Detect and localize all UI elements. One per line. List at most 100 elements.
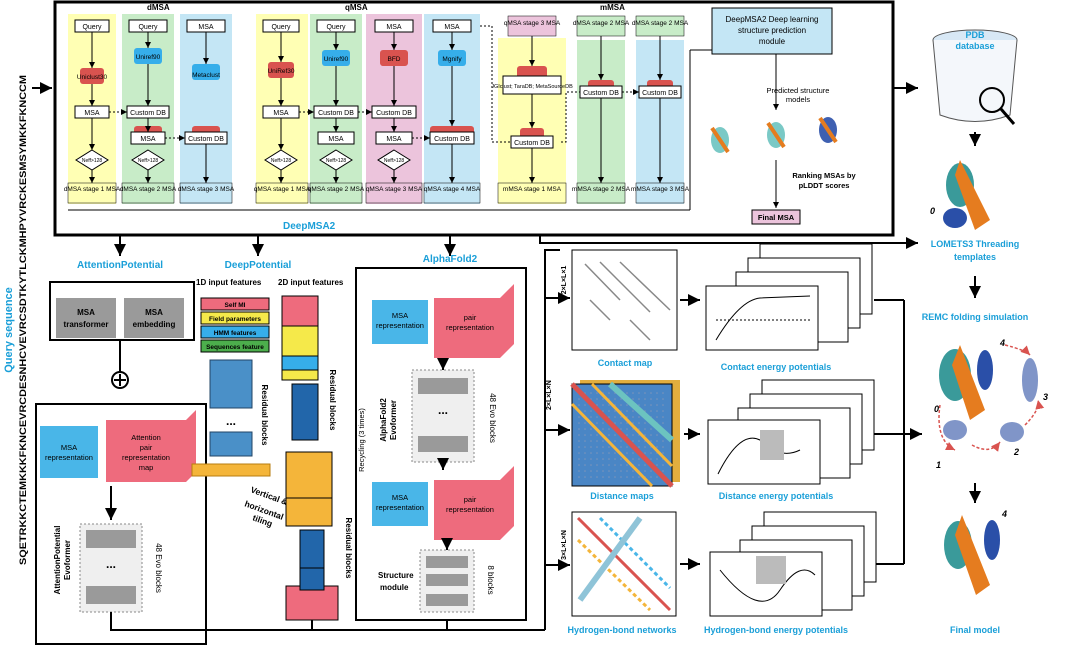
att-pair-4: map: [139, 463, 154, 472]
af2-dots: ...: [438, 403, 448, 417]
att-pair-1: Attention: [131, 433, 161, 442]
query-sequence-label: Query sequence: [3, 287, 15, 373]
mmsa-stage1: mMSA stage 1 MSA: [503, 186, 562, 193]
att-pair-2: pair: [140, 443, 153, 452]
remc-n4: 4: [999, 338, 1005, 348]
att-evo-blocks: 48 Evo blocks: [154, 543, 163, 593]
qmsa-stage2: qMSA stage 2 MSA: [308, 186, 365, 193]
deep-residual-3: Residual blocks: [344, 518, 353, 579]
bfd: BFD: [388, 56, 401, 63]
qmsa2-query: Query: [326, 24, 346, 31]
deep-1d: 1D input features: [196, 278, 262, 287]
mmsa2-customdb: Custom DB: [583, 90, 619, 97]
ranking-line1: Ranking MSAs by: [792, 171, 856, 180]
dl-module-line3: module: [759, 37, 786, 46]
lomets-template-structure: [943, 160, 990, 230]
remc-n0: 0: [934, 404, 939, 414]
dl-module-line2: structure prediction: [738, 26, 806, 35]
deepmsa2-box: [53, 0, 895, 237]
database-cylinder-icon: [192, 64, 220, 80]
deep-residual-2: Residual blocks: [328, 370, 337, 431]
af2-evo-blocks: 48 Evo blocks: [488, 393, 497, 443]
hbond-energy-label: Hydrogen-bond energy potentials: [704, 625, 848, 635]
final-msa-box: [751, 209, 801, 225]
predicted-models-2: models: [786, 95, 810, 104]
msa-embedding-1: MSA: [145, 308, 163, 317]
af2-pair-1: pair: [464, 313, 477, 322]
uniclust30: Uniclust30: [77, 74, 108, 81]
deep-2d-tower: [281, 295, 339, 621]
distance-energy-label: Distance energy potentials: [719, 491, 834, 501]
predicted-structure-icons: [710, 116, 838, 154]
final-model-structure: [944, 515, 1000, 595]
lomets-line2: templates: [954, 252, 996, 262]
dmsa3-customdb: Custom DB: [188, 136, 224, 143]
msa-transformer-2: transformer: [64, 320, 109, 329]
remc-n2: 2: [1013, 447, 1019, 457]
attention-pair-map: [106, 410, 196, 482]
contact-map-label: Contact map: [598, 358, 653, 368]
mmsa-stage2: mMSA stage 2 MSA: [572, 186, 631, 193]
qmsa-uniref90: Uniref90: [324, 56, 349, 63]
database-cylinder-icon: [438, 50, 466, 66]
remc-n3: 3: [1043, 392, 1048, 402]
af2-8blocks: 8 blocks: [486, 565, 495, 594]
msa-embedding-2: embedding: [133, 320, 176, 329]
attention-title: AttentionPotential: [77, 260, 163, 271]
af2-structure-2: module: [380, 583, 409, 592]
msa-embedding-box: [124, 298, 184, 338]
contact-map-dots: [584, 261, 671, 341]
af2-pair-3: pair: [464, 495, 477, 504]
pdb-line1: PDB: [965, 30, 985, 40]
predicted-models-1: Predicted structure: [767, 86, 830, 95]
mmsa-metagenome-db: JGIclust; TaraDB; MetaSourceDB: [491, 84, 573, 90]
qmsa2-neff: Neff>128: [326, 158, 347, 164]
uniref90: Uniref90: [136, 54, 161, 61]
remc-title: REMC folding simulation: [922, 312, 1029, 322]
qmsa4-msa-top: MSA: [444, 24, 460, 31]
qmsa-stage1: qMSA stage 1 MSA: [254, 186, 311, 193]
hbond-energy-stack: [709, 511, 877, 617]
contact-map: [571, 249, 678, 351]
final-msa: Final MSA: [758, 213, 795, 222]
mgnify: Mgnify: [442, 56, 462, 63]
af2-pair-4: representation: [446, 505, 494, 514]
deepmsa2-title: DeepMSA2: [283, 221, 336, 232]
att-msa-rep-2: representation: [45, 453, 93, 462]
database-cylinder-icon: [80, 68, 104, 84]
dmsa2-customdb: Custom DB: [130, 110, 166, 117]
ranking-line2: pLDDT scores: [799, 181, 850, 190]
af2-recycling: Recycling (3 times): [357, 408, 366, 472]
af2-evoformer-1: AlphaFold2: [379, 398, 388, 442]
dmsa2-msa: MSA: [140, 136, 156, 143]
distance-dim: 2×L×L×N: [546, 380, 553, 410]
database-cylinder-icon: [134, 48, 162, 64]
remc-structures: [938, 344, 1045, 452]
qmsa2-msa: MSA: [328, 136, 344, 143]
att-dots: ...: [106, 557, 116, 571]
contact-energy-label: Contact energy potentials: [721, 362, 832, 372]
qmsa3-msa: MSA: [386, 136, 402, 143]
distance-maps-label: Distance maps: [590, 491, 654, 501]
af2-msa-rep-3: MSA: [392, 493, 408, 502]
hbond-networks-label: Hydrogen-bond networks: [567, 625, 676, 635]
feat-self-mi: Self MI: [225, 302, 246, 309]
af2-msa-rep-2: representation: [376, 321, 424, 330]
database-cylinder-icon: [322, 50, 350, 66]
qmsa3-customdb: Custom DB: [376, 110, 412, 117]
qmsa2-customdb: Custom DB: [318, 110, 354, 117]
database-cylinder-icon: [268, 62, 294, 78]
dmsa1-msa: MSA: [84, 110, 100, 117]
af2-evoformer-2: Evoformer: [389, 400, 398, 440]
att-msa-rep-1: MSA: [61, 443, 77, 452]
dmsa3-msa-top: MSA: [198, 24, 214, 31]
pdb-line2: database: [955, 41, 994, 51]
qmsa3-msa-top: MSA: [386, 24, 402, 31]
metaclust: Metaclust: [192, 72, 220, 79]
qmsa-stage3: qMSA stage 3 MSA: [366, 186, 423, 193]
af2-title: AlphaFold2: [423, 254, 478, 265]
mmsa-input-d2a: dMSA stage 2 MSA: [573, 20, 630, 27]
att-evoformer-2: Evoformer: [63, 540, 72, 580]
feat-field: Field parameters: [209, 316, 261, 323]
uniref30: UniRef30: [267, 68, 294, 75]
